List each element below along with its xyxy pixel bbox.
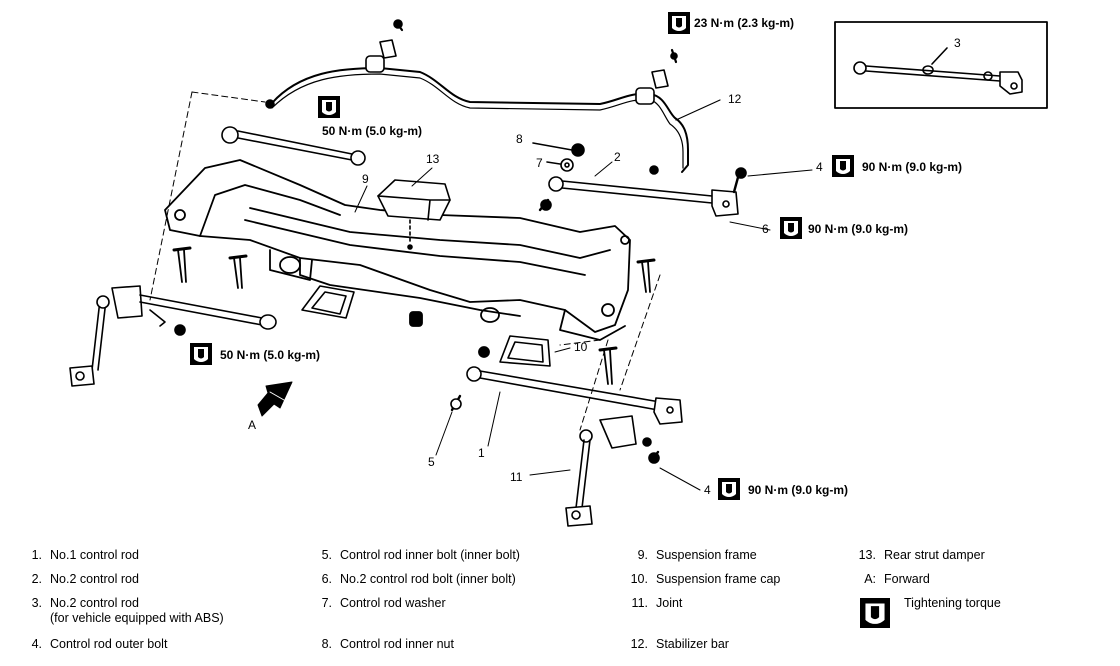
legend-num: 12. — [630, 637, 648, 651]
legend-item-10: 10. Suspension frame cap — [622, 572, 781, 587]
legend-num: 13. — [858, 548, 876, 562]
legend-num: 7. — [321, 596, 332, 610]
torque-icon — [668, 12, 690, 34]
callout-4-upper: 4 — [816, 160, 823, 174]
legend-text: Tightening torque — [904, 596, 1001, 610]
legend-subtext: (for vehicle equipped with ABS) — [50, 611, 224, 625]
legend-text: Control rod outer bolt — [50, 637, 168, 651]
torque-icon — [318, 96, 340, 118]
legend-item-torque: Tightening torque — [904, 596, 1001, 611]
stabilizer-bush-right — [635, 48, 678, 105]
callout-5: 5 — [428, 455, 435, 469]
rear-strut-damper — [377, 179, 451, 250]
legend-text: Control rod washer — [340, 596, 446, 610]
inset-frame — [834, 21, 1048, 109]
legend-num: 4. — [31, 637, 42, 651]
legend-num: 1. — [31, 548, 42, 562]
legend-item-11: 11. Joint — [622, 596, 683, 611]
legend-item-8: 8. Control rod inner nut — [306, 637, 454, 652]
legend-num: 5. — [321, 548, 332, 562]
callout-8: 8 — [516, 132, 523, 146]
legend-text: Suspension frame — [656, 548, 757, 562]
callout-10: 10 — [574, 340, 588, 354]
legend-text: Stabilizer bar — [656, 637, 729, 651]
callout-7: 7 — [536, 156, 543, 170]
torque-icon — [190, 343, 212, 365]
legend-num: 11. — [631, 596, 648, 610]
legend-item-12: 12. Stabilizer bar — [622, 637, 729, 652]
torque-23: 23 N·m (2.3 kg-m) — [694, 16, 795, 30]
legend-num: 10. — [630, 572, 648, 586]
joint-left — [69, 285, 143, 387]
legend-item-13: 13. Rear strut damper — [850, 548, 985, 563]
legend-item-1: 1. No.1 control rod — [16, 548, 139, 563]
no1-control-rod — [450, 366, 683, 464]
stabilizer-bush-left — [365, 19, 404, 73]
torque-icon — [832, 155, 854, 177]
torque-50-upper: 50 N·m (5.0 kg-m) — [322, 124, 423, 138]
callout-9: 9 — [362, 172, 369, 186]
legend-text: Control rod inner bolt (inner bolt) — [340, 548, 520, 562]
torque-90-upper: 90 N·m (9.0 kg-m) — [862, 160, 963, 174]
callout-13: 13 — [426, 152, 440, 166]
callout-3: 3 — [954, 36, 961, 50]
callout-12: 12 — [728, 92, 742, 106]
callout-6-mid: 6 — [762, 222, 769, 236]
torque-90-lower: 90 N·m (9.0 kg-m) — [748, 483, 849, 497]
frame-bolts — [172, 246, 656, 385]
legend-item-9: 9. Suspension frame — [622, 548, 757, 563]
legend-item-4: 4. Control rod outer bolt — [16, 637, 168, 652]
legend-item-2: 2. No.2 control rod — [16, 572, 139, 587]
legend-text: Joint — [656, 596, 683, 610]
callout-2: 2 — [614, 150, 621, 164]
legend-num: A: — [864, 572, 876, 586]
stabilizer-bar — [271, 67, 689, 173]
torque-icon — [780, 217, 802, 239]
legend-text: Rear strut damper — [884, 548, 985, 562]
callout-4-lower: 4 — [704, 483, 711, 497]
legend-text: Control rod inner nut — [340, 637, 454, 651]
legend-item-forward: A: Forward — [850, 572, 930, 587]
legend-num: 9. — [637, 548, 648, 562]
joint-right — [565, 415, 637, 527]
suspension-frame-cap-left — [301, 285, 355, 319]
legend-num: 2. — [31, 572, 42, 586]
legend-item-5: 5. Control rod inner bolt (inner bolt) — [306, 548, 520, 563]
torque-icon — [718, 478, 740, 500]
torque-90-mid: 90 N·m (9.0 kg-m) — [808, 222, 909, 236]
callout-forward: A — [248, 418, 257, 432]
legend-num: 6. — [321, 572, 332, 586]
legend-num: 8. — [321, 637, 332, 651]
legend-item-6: 6. No.2 control rod bolt (inner bolt) — [306, 572, 516, 587]
leader-lines — [354, 161, 813, 491]
callout-11: 11 — [510, 470, 523, 484]
washer-nut — [532, 142, 659, 175]
lower-left-control-rod — [139, 294, 277, 336]
inset-control-rod-3 — [853, 47, 1023, 95]
legend-item-3: 3. No.2 control rod (for vehicle equipped… — [16, 596, 224, 626]
legend-text: Forward — [884, 572, 930, 586]
legend-text: No.2 control rod — [50, 596, 139, 610]
forward-arrow — [257, 381, 293, 417]
guide-lines — [149, 91, 661, 431]
no2-control-rod — [538, 167, 747, 217]
suspension-frame — [164, 159, 631, 341]
upper-left-control-rod — [221, 126, 366, 166]
legend-text: No.1 control rod — [50, 548, 139, 562]
legend-num: 3. — [31, 596, 42, 610]
suspension-frame-cap-right — [499, 335, 551, 367]
legend-text: Suspension frame cap — [656, 572, 781, 586]
torque-50-lower: 50 N·m (5.0 kg-m) — [220, 348, 321, 362]
torque-icon — [860, 598, 890, 628]
legend-text: No.2 control rod bolt (inner bolt) — [340, 572, 516, 586]
legend-item-7: 7. Control rod washer — [306, 596, 446, 611]
legend-text: No.2 control rod — [50, 572, 139, 586]
callout-1: 1 — [478, 446, 485, 460]
